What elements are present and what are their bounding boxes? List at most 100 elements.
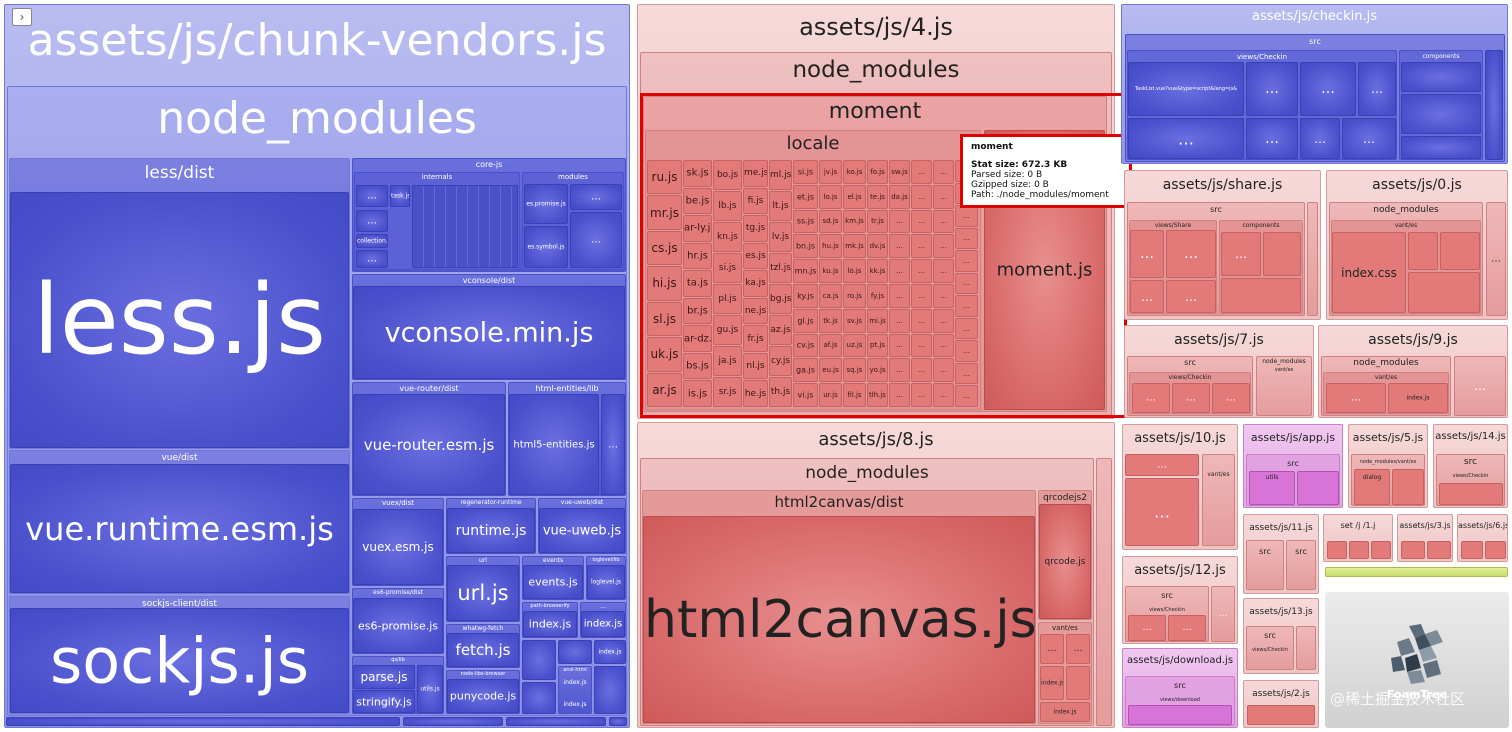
share-view-d[interactable]: … — [1166, 280, 1216, 313]
locale-file-cell[interactable]: az.js — [769, 315, 792, 345]
asset-14-src[interactable]: src views/Checkin — [1436, 454, 1505, 506]
checkin-view-b[interactable]: … — [1300, 62, 1356, 116]
locale-file-cell[interactable]: fr.js — [743, 325, 768, 352]
app-src-b[interactable] — [1297, 471, 1339, 505]
misc-index-module[interactable]: index.js — [581, 611, 625, 637]
locale-file-cell[interactable]: ca.js — [819, 284, 842, 308]
locale-file-cell[interactable]: lo.js — [843, 259, 866, 283]
asset-11-src-b[interactable]: src — [1286, 540, 1316, 590]
checkin-comp-b[interactable] — [1401, 94, 1481, 134]
fetch-module[interactable]: fetch.js — [447, 633, 519, 667]
locale-file-cell[interactable]: sq.js — [843, 358, 866, 383]
asset-8-vant-d[interactable] — [1066, 666, 1090, 700]
set-group[interactable]: set /j /1.j — [1323, 514, 1393, 562]
small-module-e[interactable] — [594, 666, 626, 714]
locale-file-cell[interactable]: ar-ly.js — [683, 215, 712, 242]
locale-file-cell[interactable]: km.js — [843, 209, 866, 234]
index-css-module[interactable]: index.css — [1332, 232, 1406, 313]
locale-file-cell[interactable]: jv.js — [819, 160, 842, 184]
asset-9-vant[interactable]: vant/es … index.js — [1323, 372, 1449, 414]
locale-file-cell[interactable]: tg.js — [743, 215, 768, 242]
locale-file-cell[interactable]: … — [911, 333, 932, 358]
less-js-module[interactable]: less.js — [10, 192, 349, 448]
locale-file-cell[interactable]: ar.js — [647, 372, 682, 407]
locale-file-cell[interactable]: br.js — [683, 297, 712, 325]
locale-file-cell[interactable]: pl.js — [713, 284, 742, 314]
locale-file-cell[interactable]: af.js — [819, 333, 842, 358]
share-view-b[interactable]: … — [1166, 230, 1216, 278]
locale-file-cell[interactable]: lo.js — [819, 184, 842, 209]
locale-file-cell[interactable]: da.js — [889, 184, 910, 209]
share-view-c[interactable]: … — [1130, 280, 1164, 313]
share-comp-a[interactable]: … — [1221, 232, 1261, 276]
locale-file-cell[interactable]: lv.js — [769, 222, 792, 252]
html5-entities-module[interactable]: html5-entities.js — [509, 394, 599, 495]
locale-file-cell[interactable]: tlh.js — [867, 383, 888, 407]
checkin-view-d[interactable]: … — [1128, 118, 1244, 159]
asset-9-vant-b[interactable]: index.js — [1388, 383, 1448, 413]
locale-file-cell[interactable]: … — [955, 340, 978, 362]
ansi-html-group[interactable]: ansi-html index.js index.js — [558, 666, 592, 714]
small-module-b[interactable] — [522, 682, 556, 714]
asset-8-vant-c[interactable]: index.js — [1040, 666, 1064, 700]
locale-file-cell[interactable]: … — [889, 358, 910, 383]
internals-grid[interactable] — [412, 185, 518, 268]
locale-file-cell[interactable]: … — [889, 333, 910, 358]
asset-12-src[interactable]: src views/Checkin … … — [1125, 586, 1209, 642]
vue-runtime-module[interactable]: vue.runtime.esm.js — [10, 464, 349, 593]
asset-13-side[interactable] — [1296, 626, 1316, 670]
locale-file-cell[interactable]: vi.js — [793, 383, 818, 407]
es-promise-module[interactable]: es.promise.js — [524, 184, 568, 224]
locale-file-cell[interactable]: … — [911, 259, 932, 283]
checkin-comp-a[interactable] — [1401, 62, 1481, 92]
locale-file-cell[interactable]: gl.js — [793, 308, 818, 333]
asset-14-a[interactable] — [1439, 483, 1503, 505]
locale-file-cell[interactable]: bg.js — [769, 284, 792, 314]
small-module-a[interactable] — [522, 640, 556, 680]
vue-uweb-module[interactable]: vue-uweb.js — [539, 508, 625, 553]
parse-module[interactable]: parse.js — [353, 665, 415, 689]
asset-6-group[interactable]: assets/js/6.js — [1457, 514, 1508, 562]
locale-file-cell[interactable]: … — [933, 184, 954, 209]
checkin-comp-c[interactable] — [1401, 136, 1481, 159]
asset-12-a[interactable]: … — [1128, 615, 1166, 641]
small-module-d[interactable]: index.js — [594, 640, 626, 664]
locale-file-cell[interactable]: … — [911, 209, 932, 234]
share-side[interactable] — [1307, 202, 1318, 316]
asset-0-vant-a[interactable] — [1408, 232, 1438, 270]
strip-4[interactable] — [609, 717, 627, 726]
asset-0-vant-b[interactable] — [1440, 232, 1480, 270]
html-entities-more[interactable]: … — [601, 394, 625, 495]
locale-file-cell[interactable]: bs.js — [683, 352, 712, 380]
locale-file-cell[interactable]: bo.js — [713, 160, 742, 190]
green-module-bar[interactable] — [1325, 567, 1508, 577]
locale-file-cell[interactable]: uk.js — [647, 337, 682, 372]
locale-file-cell[interactable]: lt.js — [769, 191, 792, 221]
locale-file-cell[interactable]: kn.js — [713, 222, 742, 252]
app-utils[interactable]: utils — [1249, 471, 1295, 505]
asset-10-a[interactable]: … — [1125, 454, 1199, 476]
locale-file-cell[interactable]: … — [889, 383, 910, 407]
locale-file-cell[interactable]: uz.js — [843, 333, 866, 358]
locale-file-cell[interactable]: ne.js — [743, 297, 768, 325]
locale-file-cell[interactable]: … — [889, 234, 910, 259]
asset-11-src-a[interactable]: src — [1246, 540, 1284, 590]
locale-file-cell[interactable]: ja.js — [713, 346, 742, 376]
locale-file-cell[interactable]: … — [933, 209, 954, 234]
asset-7-view-a[interactable]: … — [1132, 383, 1170, 413]
locale-file-cell[interactable]: … — [911, 184, 932, 209]
asset-3-a[interactable] — [1401, 541, 1425, 559]
locale-file-cell[interactable]: fi.js — [743, 187, 768, 215]
locale-file-cell[interactable]: mi.js — [867, 308, 888, 333]
locale-file-cell[interactable]: tr.js — [867, 209, 888, 234]
html2canvas-module[interactable]: html2canvas.js — [643, 516, 1035, 723]
locale-file-cell[interactable]: is.js — [683, 380, 712, 407]
locale-file-cell[interactable]: … — [911, 234, 932, 259]
locale-file-cell[interactable]: … — [933, 358, 954, 383]
utils-module[interactable]: utils.js — [417, 665, 443, 713]
strip-3[interactable] — [506, 717, 606, 726]
locale-file-cell[interactable]: sw.js — [889, 160, 910, 184]
asset-13-src[interactable]: src views/Checkin — [1246, 626, 1294, 670]
asset-8-vant-e[interactable]: index.js — [1040, 702, 1090, 722]
internals-more-2[interactable]: … — [356, 210, 388, 232]
